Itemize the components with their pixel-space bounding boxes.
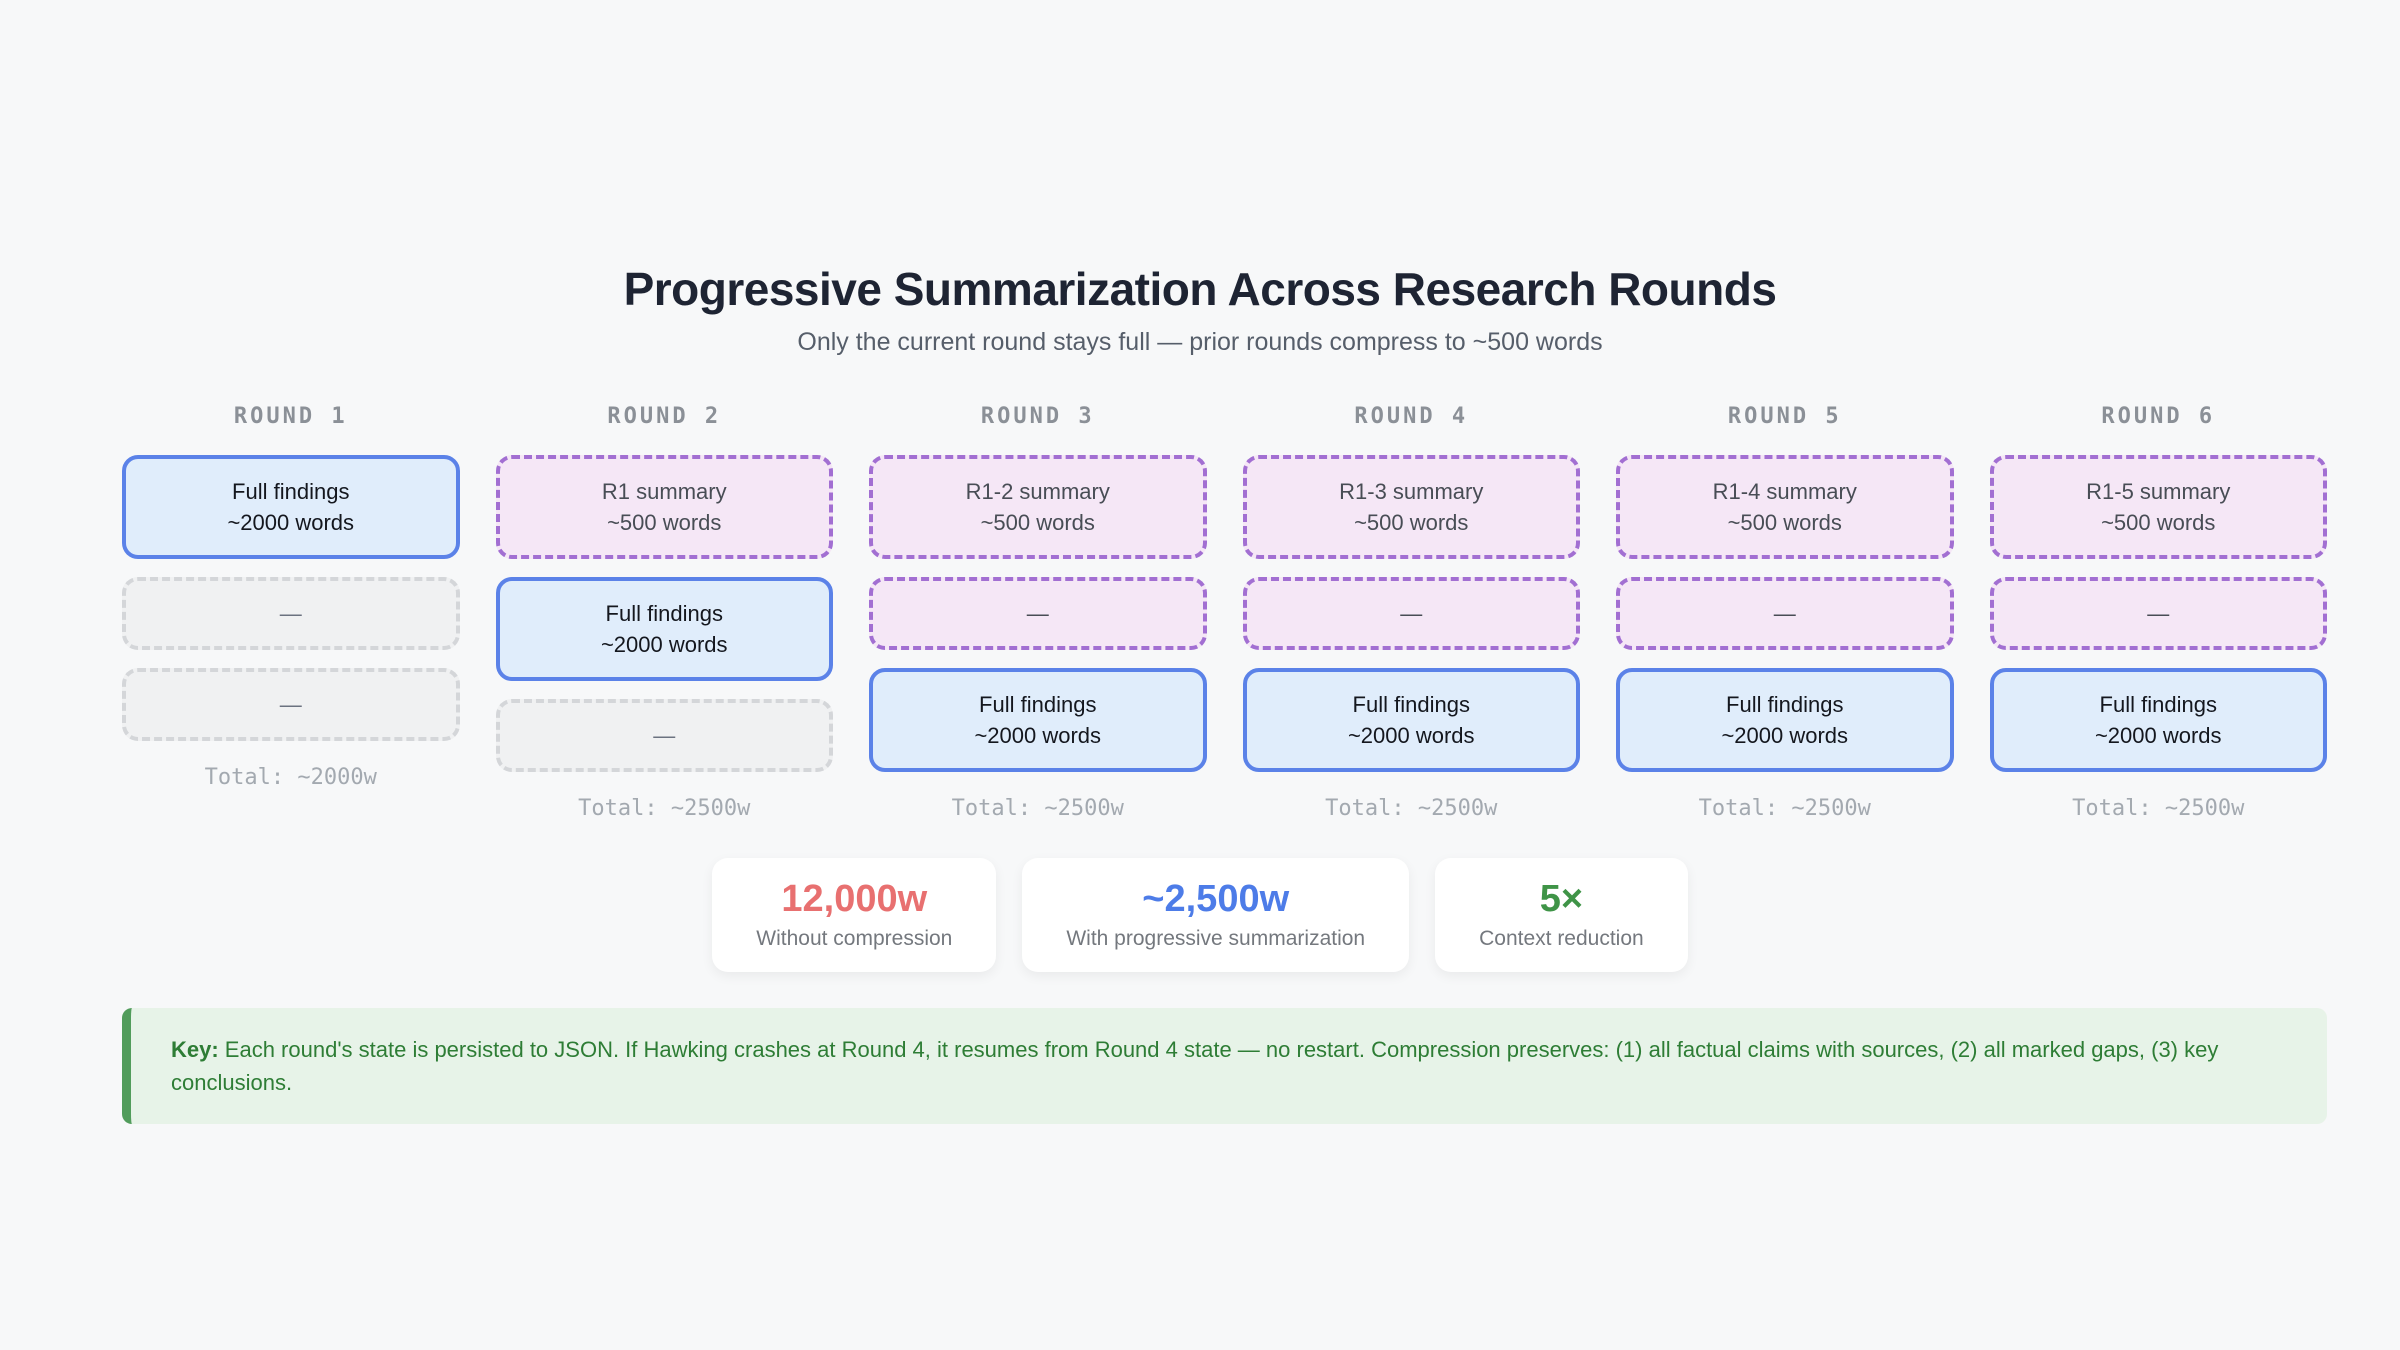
box-line-secondary: ~2000 words xyxy=(974,723,1102,748)
round-boxes: R1-3 summary ~500 words — Full findings ~200… xyxy=(1242,455,1580,772)
box-line-secondary: ~500 words xyxy=(607,510,722,535)
round-boxes: R1-2 summary ~500 words — Full findings ~200… xyxy=(869,455,1207,772)
round-header-label: ROUND 3 xyxy=(980,404,1095,429)
box-line-primary: R1 summary xyxy=(601,479,727,504)
round-box-summary: R1 summary ~500 words xyxy=(495,455,833,559)
round-box-full: Full findings ~2000 words xyxy=(1242,668,1580,772)
stat-label: Without compression xyxy=(756,927,953,950)
key-note: Key: Each round's state is persisted to … xyxy=(122,1008,2327,1124)
stat-card: 5× Context reduction xyxy=(1435,858,1688,972)
box-line-primary: Full findings xyxy=(1726,692,1844,717)
round-header-label: ROUND 1 xyxy=(233,404,348,429)
box-line-secondary: ~2000 words xyxy=(600,632,728,657)
round-total-label: Total: ~2500w xyxy=(1325,796,1498,821)
round-column: ROUND 5 R1-4 summary ~500 words — Full findi… xyxy=(1616,404,1954,821)
stat-value: ~2,500w xyxy=(1142,878,1290,920)
round-column: ROUND 1 Full findings ~2000 words — — Total: … xyxy=(122,404,460,821)
round-box-summary: R1-5 summary ~500 words xyxy=(1989,455,2327,559)
stat-value: 5× xyxy=(1539,878,1584,920)
round-box-full: Full findings ~2000 words xyxy=(869,668,1207,772)
rounds-row: ROUND 1 Full findings ~2000 words — — Total: … xyxy=(122,404,2327,821)
page-subtitle: Only the current round stays full — prio… xyxy=(797,328,1603,356)
box-line-secondary: ~2000 words xyxy=(227,510,355,535)
box-line-secondary: ~500 words xyxy=(980,510,1095,535)
key-note-label: Key: xyxy=(171,1037,219,1062)
round-column: ROUND 3 R1-2 summary ~500 words — Full findi… xyxy=(869,404,1207,821)
box-line-secondary: ~500 words xyxy=(2101,510,2216,535)
box-line-primary: — xyxy=(2147,601,2170,626)
box-line-secondary: ~2000 words xyxy=(2094,723,2222,748)
round-box-full: Full findings ~2000 words xyxy=(1989,668,2327,772)
round-total-label: Total: ~2000w xyxy=(204,765,377,790)
round-box-empty-purple: — xyxy=(1242,577,1580,650)
box-line-secondary: ~500 words xyxy=(1354,510,1469,535)
stat-label: Context reduction xyxy=(1479,927,1644,950)
round-header-label: ROUND 2 xyxy=(607,404,722,429)
box-line-primary: R1-2 summary xyxy=(965,479,1110,504)
round-box-empty-purple: — xyxy=(1616,577,1954,650)
round-boxes: R1-4 summary ~500 words — Full findings ~200… xyxy=(1616,455,1954,772)
box-line-primary: Full findings xyxy=(605,601,723,626)
round-box-empty-gray: — xyxy=(122,668,460,741)
round-total-label: Total: ~2500w xyxy=(2072,796,2245,821)
round-boxes: Full findings ~2000 words — — xyxy=(122,455,460,741)
round-box-summary: R1-3 summary ~500 words xyxy=(1242,455,1580,559)
box-line-secondary: ~500 words xyxy=(1727,510,1842,535)
round-boxes: R1-5 summary ~500 words — Full findings ~200… xyxy=(1989,455,2327,772)
round-header-label: ROUND 4 xyxy=(1354,404,1469,429)
page-title: Progressive Summarization Across Researc… xyxy=(623,263,1777,315)
box-line-primary: Full findings xyxy=(979,692,1097,717)
box-line-primary: — xyxy=(1400,601,1423,626)
round-box-full: Full findings ~2000 words xyxy=(1616,668,1954,772)
round-box-empty-gray: — xyxy=(495,699,833,772)
round-box-summary: R1-2 summary ~500 words xyxy=(869,455,1207,559)
box-line-primary: R1-3 summary xyxy=(1339,479,1484,504)
box-line-primary: Full findings xyxy=(1352,692,1470,717)
box-line-primary: — xyxy=(1026,601,1049,626)
round-column: ROUND 6 R1-5 summary ~500 words — Full findi… xyxy=(1989,404,2327,821)
round-box-empty-gray: — xyxy=(122,577,460,650)
box-line-primary: — xyxy=(653,723,676,748)
key-note-text: Each round's state is persisted to JSON.… xyxy=(171,1037,2219,1095)
round-box-empty-purple: — xyxy=(869,577,1207,650)
box-line-primary: Full findings xyxy=(232,479,350,504)
round-header-label: ROUND 5 xyxy=(1727,404,1842,429)
stat-label: With progressive summarization xyxy=(1066,927,1366,950)
round-box-full: Full findings ~2000 words xyxy=(495,577,833,681)
round-total-label: Total: ~2500w xyxy=(951,796,1124,821)
round-box-full: Full findings ~2000 words xyxy=(122,455,460,559)
round-total-label: Total: ~2500w xyxy=(1698,796,1871,821)
round-header-label: ROUND 6 xyxy=(2101,404,2216,429)
round-box-empty-purple: — xyxy=(1989,577,2327,650)
box-line-primary: — xyxy=(279,601,302,626)
box-line-secondary: ~2000 words xyxy=(1721,723,1849,748)
box-line-primary: R1-4 summary xyxy=(1712,479,1857,504)
round-total-label: Total: ~2500w xyxy=(578,796,751,821)
box-line-primary: R1-5 summary xyxy=(2086,479,2231,504)
round-box-summary: R1-4 summary ~500 words xyxy=(1616,455,1954,559)
box-line-primary: Full findings xyxy=(2099,692,2217,717)
box-line-primary: — xyxy=(279,692,302,717)
box-line-secondary: ~2000 words xyxy=(1347,723,1475,748)
box-line-primary: — xyxy=(1773,601,1796,626)
stat-value: 12,000w xyxy=(781,878,928,920)
round-column: ROUND 4 R1-3 summary ~500 words — Full findi… xyxy=(1242,404,1580,821)
